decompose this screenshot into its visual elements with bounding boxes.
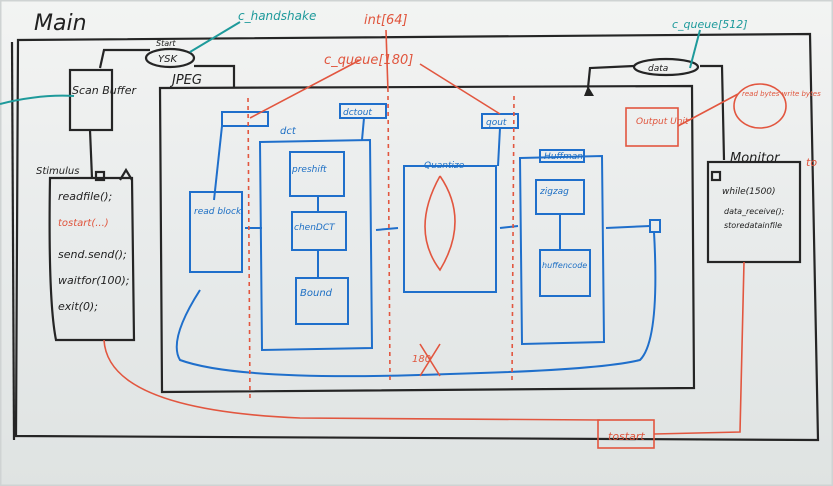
tostart-to-monitor [654,262,744,434]
scan-to-start-wire [100,50,150,68]
red-divider-3 [512,96,514,380]
label-queue-count: 180 [412,354,431,365]
queue180-line-2 [420,64,500,114]
output-unit-box [626,108,678,146]
label-dct: dct [280,126,297,137]
stimulus-line-5: exit(0); [58,300,98,313]
scan-to-stimulus-wire [90,130,92,178]
label-bound: Bound [300,288,333,299]
scan-buffer-box [70,70,112,130]
label-huffencode: huffencode [542,261,587,270]
label-start: Start [156,39,176,48]
label-read-block: read block [194,207,242,217]
monitor-line-3: storedatainfile [724,221,782,230]
label-read-bytes: read bytes write bytes [742,90,821,98]
label-jpeg: JPEG [169,73,202,88]
label-to: to [806,156,817,169]
red-divider-1 [248,98,250,400]
flow-dct-quant [376,228,398,230]
monitor-port [712,172,720,180]
main-title: Main [34,11,87,36]
data-left-wire [588,66,634,88]
read-block-box [190,192,242,272]
monitor-line-2: data_receive(); [724,207,785,216]
quantize-scribble [425,176,455,270]
bound-box [296,278,348,324]
label-dctout: dctout [343,108,372,118]
label-quantize: Quantize [424,161,465,171]
output-marker [650,220,660,232]
tag-dctin [222,112,268,126]
flow-quant-huff [500,226,518,228]
label-output-unit: Output Unit [636,117,689,127]
label-ysk: YSK [158,54,178,65]
quantize-box [404,166,496,292]
label-int64: int[64] [364,13,408,28]
inner-arrows [318,196,560,278]
tag-connectors [362,118,500,166]
label-zigzag: zigzag [539,187,569,197]
label-tostart: tostart [608,430,645,443]
flow-huff-out [606,226,650,228]
flow-tag-read [214,126,222,200]
tostart-wire [104,340,600,420]
label-stimulus: Stimulus [36,166,79,177]
label-chendct: chenDCT [294,223,336,233]
label-scan-buffer: Scan Buffer [72,84,137,97]
stimulus-line-4: waitfor(100); [58,274,130,287]
label-preshift: preshift [291,165,327,175]
stimulus-line-3: send.send(); [58,248,127,261]
label-c-queue-180: c_queue[180] [324,53,413,68]
monitor-line-1: while(1500) [722,187,776,197]
red-divider-2 [388,96,390,380]
label-monitor: Monitor [730,151,781,166]
label-data: data [648,64,668,74]
main-box [16,34,818,440]
stimulus-line-2: tostart(...) [58,218,109,229]
zigzag-box [536,180,584,214]
jpeg-box [160,86,694,392]
label-huffman: Huffman [544,152,583,162]
left-teal-line [0,96,74,104]
huffencode-box [540,250,590,296]
label-c-handshake: c_handshake [238,9,316,23]
label-c-queue-512: c_queue[512] [672,18,748,31]
label-qout: qout [486,118,507,128]
stimulus-line-1: readfile(); [58,190,112,203]
handshake-line [190,22,240,52]
